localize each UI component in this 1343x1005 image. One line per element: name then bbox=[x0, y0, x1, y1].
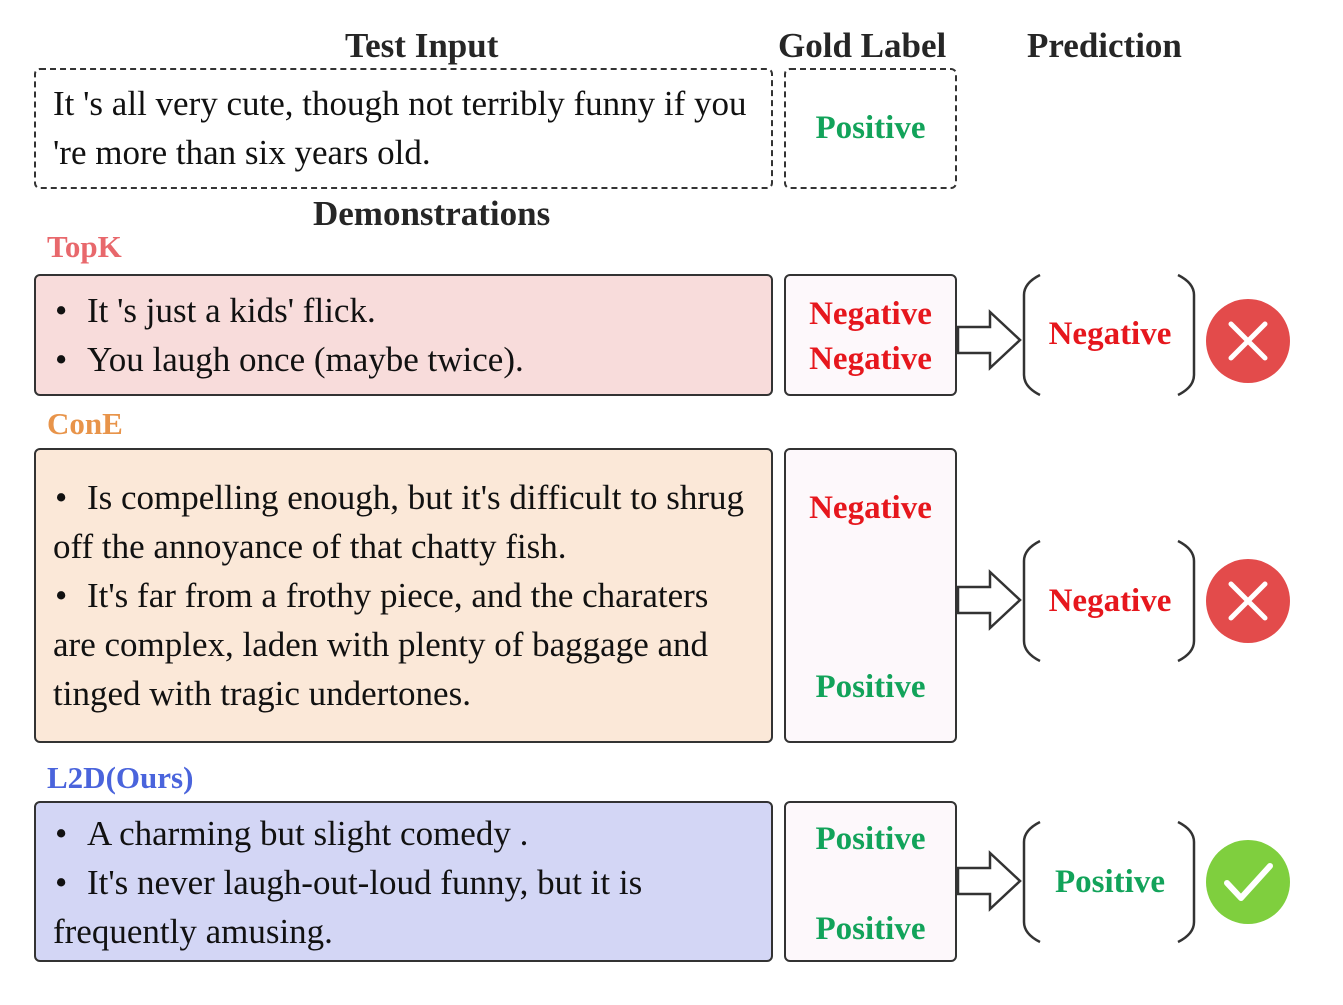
header-gold-label: Gold Label bbox=[778, 26, 947, 65]
topk-demo-item: •You laugh once (maybe twice). bbox=[55, 340, 524, 379]
arrow-l2d bbox=[956, 850, 1022, 912]
bracket-left-cone bbox=[1022, 539, 1041, 663]
cone-label-box: Negative Positive bbox=[784, 448, 957, 743]
cross-icon bbox=[1206, 299, 1290, 383]
topk-demo-box: •It 's just a kids' flick. •You laugh on… bbox=[34, 274, 773, 396]
cone-demo-box: •Is compelling enough, but it's difficul… bbox=[34, 448, 773, 743]
check-icon bbox=[1206, 840, 1290, 924]
bracket-right-topk bbox=[1177, 273, 1196, 397]
l2d-demo-item: •A charming but slight comedy . bbox=[55, 814, 529, 853]
arrow-topk bbox=[956, 309, 1022, 371]
test-input-text: It 's all very cute, though not terribly… bbox=[53, 84, 747, 172]
l2d-label-2: Positive bbox=[815, 911, 926, 947]
header-demonstrations: Demonstrations bbox=[313, 194, 551, 233]
l2d-demo-box: •A charming but slight comedy . •It's ne… bbox=[34, 801, 773, 962]
bracket-left-topk bbox=[1022, 273, 1041, 397]
topk-prediction: Negative bbox=[1048, 316, 1172, 352]
cone-demo-item: •It's far from a frothy piece, and the c… bbox=[53, 576, 709, 713]
test-gold-box: Positive bbox=[784, 68, 957, 189]
header-test-input: Test Input bbox=[345, 26, 499, 65]
l2d-label-1: Positive bbox=[815, 821, 926, 857]
test-input-box: It 's all very cute, though not terribly… bbox=[34, 68, 773, 189]
bracket-left-l2d bbox=[1022, 820, 1041, 944]
cone-demo-item: •Is compelling enough, but it's difficul… bbox=[53, 478, 744, 566]
cross-icon bbox=[1206, 559, 1290, 643]
bracket-right-l2d bbox=[1177, 820, 1196, 944]
topk-label-2: Negative bbox=[809, 341, 932, 377]
arrow-cone bbox=[956, 569, 1022, 631]
method-name-cone: ConE bbox=[47, 406, 123, 441]
topk-label-box: Negative Negative bbox=[784, 274, 957, 396]
cone-label-2: Positive bbox=[815, 669, 926, 705]
method-name-l2d: L2D(Ours) bbox=[47, 760, 194, 795]
method-name-topk: TopK bbox=[47, 229, 122, 264]
header-prediction: Prediction bbox=[1027, 26, 1182, 65]
test-gold-label: Positive bbox=[815, 110, 926, 146]
cone-label-1: Negative bbox=[809, 490, 932, 526]
bracket-right-cone bbox=[1177, 539, 1196, 663]
l2d-demo-item: •It's never laugh-out-loud funny, but it… bbox=[53, 863, 643, 951]
topk-label-1: Negative bbox=[809, 296, 932, 332]
l2d-prediction: Positive bbox=[1055, 864, 1165, 900]
cone-prediction: Negative bbox=[1048, 583, 1172, 619]
topk-demo-item: •It 's just a kids' flick. bbox=[55, 291, 376, 330]
l2d-label-box: Positive Positive bbox=[784, 801, 957, 962]
